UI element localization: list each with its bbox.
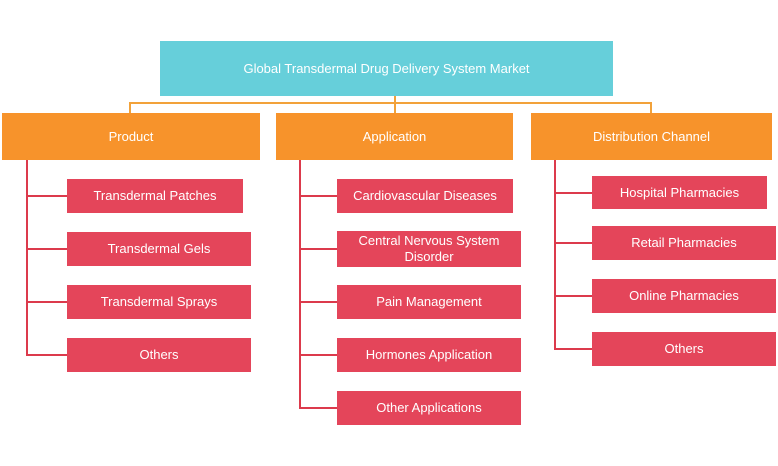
application-branch-tick <box>299 195 337 197</box>
distribution-branch-tick <box>554 295 592 297</box>
distribution-item-label: Retail Pharmacies <box>631 235 737 250</box>
category-connector-bar <box>129 102 651 104</box>
distribution-item: Online Pharmacies <box>592 279 776 313</box>
application-connector-drop <box>394 102 396 113</box>
application-branch-tick <box>299 407 337 409</box>
category-product-label: Product <box>108 128 154 144</box>
product-item: Transdermal Sprays <box>67 285 251 319</box>
category-application-label: Application <box>362 128 427 144</box>
application-item-label: Cardiovascular Diseases <box>353 188 497 203</box>
product-branch-tick <box>26 248 67 250</box>
product-branch-spine <box>26 160 28 355</box>
application-item: Hormones Application <box>337 338 521 372</box>
distribution-item: Others <box>592 332 776 366</box>
application-item: Other Applications <box>337 391 521 425</box>
application-item-label: Central Nervous System Disorder <box>358 233 500 264</box>
product-branch-tick <box>26 301 67 303</box>
distribution-branch-tick <box>554 348 592 350</box>
distribution-item: Retail Pharmacies <box>592 226 776 260</box>
product-item: Transdermal Patches <box>67 179 243 213</box>
distribution-branch-spine <box>554 160 556 350</box>
distribution-branch-tick <box>554 192 592 194</box>
product-branch-tick <box>26 195 67 197</box>
category-distribution-channel: Distribution Channel <box>531 113 772 160</box>
distribution-connector-drop <box>650 102 652 113</box>
category-application: Application <box>276 113 513 160</box>
product-item: Transdermal Gels <box>67 232 251 266</box>
distribution-branch-tick <box>554 242 592 244</box>
product-item: Others <box>67 338 251 372</box>
product-branch-tick <box>26 354 67 356</box>
application-item: Cardiovascular Diseases <box>337 179 513 213</box>
product-item-label: Others <box>139 347 179 362</box>
category-distribution-channel-label: Distribution Channel <box>592 128 711 144</box>
distribution-item-label: Hospital Pharmacies <box>619 184 740 200</box>
application-item: Central Nervous System Disorder <box>337 231 521 267</box>
application-item-label: Hormones Application <box>365 347 493 362</box>
product-item-label: Transdermal Gels <box>107 241 211 256</box>
application-branch-tick <box>299 354 337 356</box>
product-connector-drop <box>129 102 131 113</box>
root-connector-stem <box>394 96 396 103</box>
distribution-item: Hospital Pharmacies <box>592 176 767 209</box>
category-product: Product <box>2 113 260 160</box>
application-item-label: Pain Management <box>376 294 482 309</box>
product-item-label: Transdermal Sprays <box>100 294 218 309</box>
application-branch-spine <box>299 160 301 408</box>
distribution-item-label: Others <box>664 341 704 356</box>
product-item-label: Transdermal Patches <box>93 188 217 203</box>
application-item: Pain Management <box>337 285 521 319</box>
distribution-item-label: Online Pharmacies <box>629 288 739 303</box>
application-branch-tick <box>299 248 337 250</box>
application-branch-tick <box>299 301 337 303</box>
application-item-label: Other Applications <box>376 400 482 415</box>
root-node-label: Global Transdermal Drug Delivery System … <box>243 60 530 76</box>
root-node: Global Transdermal Drug Delivery System … <box>160 41 613 96</box>
